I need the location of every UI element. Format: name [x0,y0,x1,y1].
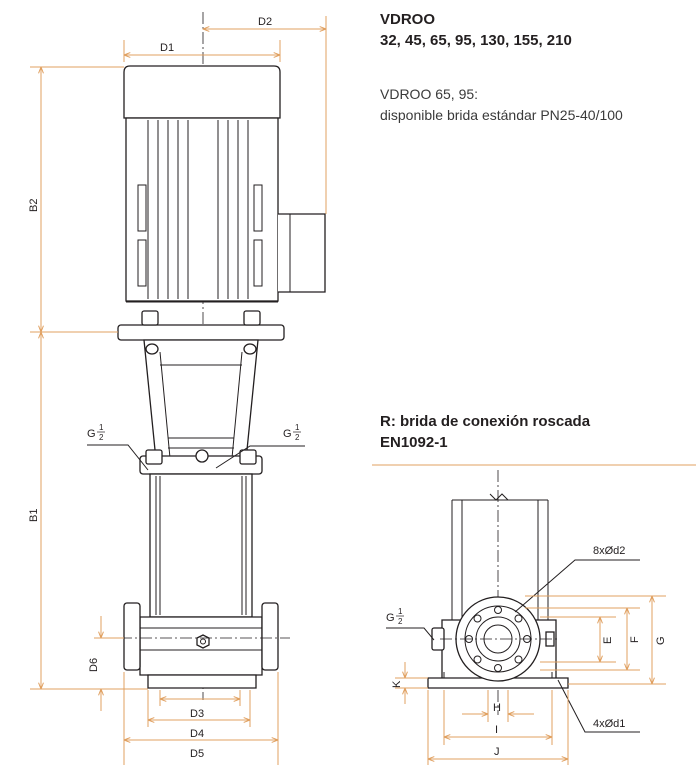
availability-note: VDROO 65, 95: disponible brida estándar … [380,84,623,126]
g-dim-label: G [655,636,667,645]
bolt-holes-base-label: 4xØd1 [593,718,625,730]
inlet-flange [123,602,141,671]
terminal-box [278,213,326,293]
pump-elevation-labels: G 1 2 G 1 2 D1 D2 B2 B1 D6 [28,16,326,765]
drain-plug [196,634,210,649]
d1-label: D1 [160,42,174,54]
section-heading-line2: EN1092-1 [380,434,448,451]
leader-g [386,627,435,641]
stage-column [149,473,253,618]
e-label: E [602,637,614,644]
product-title-line2: 32, 45, 65, 95, 130, 155, 210 [380,32,572,49]
detail-g-label: G [386,612,395,624]
motor-flange [117,324,285,341]
motor-fan-cover [123,65,281,119]
availability-note-line2: disponible brida estándar PN25-40/100 [380,107,623,123]
i-label: I [495,724,498,736]
d5-label: D5 [190,748,204,760]
d3-label: D3 [190,708,204,720]
g-right-label: G [283,428,292,440]
lantern-bracket [143,339,259,461]
outlet-flange [261,602,279,671]
svg-text:1: 1 [295,423,300,432]
svg-text:1: 1 [99,423,104,432]
detail-base [427,677,569,689]
flange-detail [386,470,640,733]
product-title: VDROO 32, 45, 65, 95, 130, 155, 210 [380,9,572,51]
leader-4xd1 [557,679,640,733]
b2-label: B2 [28,199,40,212]
g-left-leader [87,444,149,471]
product-title-line1: VDROO [380,11,436,28]
svg-text:2: 2 [99,433,104,442]
motor-cooling-fins [137,120,263,299]
leader-8xd2 [514,559,640,613]
section-heading-line1: R: brida de conexión roscada [380,413,591,430]
g-right-leader [215,445,305,469]
d6-label: D6 [88,658,100,672]
g-left-label: G [87,428,96,440]
bolt-holes-top-label: 8xØd2 [593,545,625,557]
section-heading: R: brida de conexión roscada EN1092-1 [380,411,590,453]
b1-label: B1 [28,509,40,522]
motor-body [125,117,279,302]
availability-note-line1: VDROO 65, 95: [380,86,479,102]
flange-detail-labels: 8xØd2 4xØd1 G 1 2 E F G K [386,545,667,765]
k-label: K [391,680,403,688]
j-label: J [494,746,500,758]
h-label: H [493,702,501,714]
f-label: F [629,636,641,643]
svg-text:2: 2 [398,617,403,626]
svg-text:1: 1 [398,607,403,616]
d2-label: D2 [258,16,272,28]
base-plate [147,674,257,689]
svg-text:2: 2 [295,433,300,442]
pump-elevation [87,12,326,700]
d4-label: D4 [190,728,204,740]
